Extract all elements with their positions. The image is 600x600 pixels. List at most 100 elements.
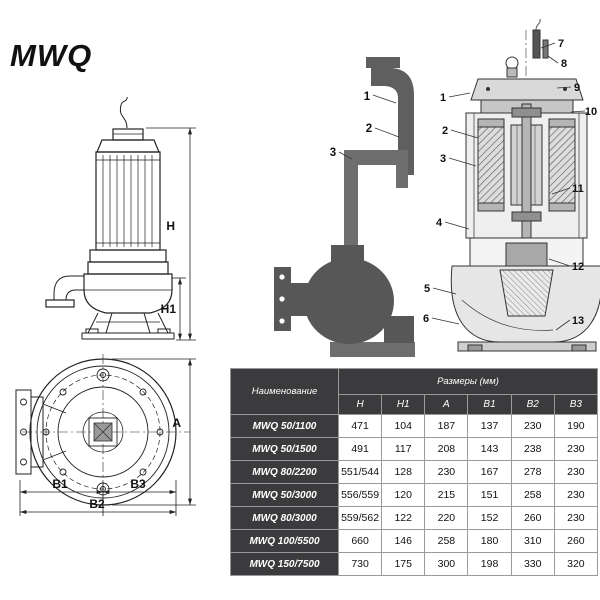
pump-front-view [45, 96, 175, 340]
cell-b1: 151 [467, 483, 512, 507]
row-name: MWQ 50/1500 [230, 437, 339, 461]
cable-entry [532, 29, 541, 59]
cell-h: 559/562 [337, 506, 383, 530]
cell-h1: 120 [381, 483, 426, 507]
plan-view-dim-labels: A B1 B3 B2 [52, 416, 181, 511]
power-cable [119, 96, 128, 129]
cell-h1: 122 [381, 506, 426, 530]
cell-b3: 260 [553, 529, 599, 553]
front-view-dimensions [146, 127, 196, 341]
cell-h: 551/544 [337, 460, 383, 484]
section-callout-4: 4 [436, 217, 443, 229]
cell-b1: 143 [467, 437, 512, 461]
cell-b1: 167 [467, 460, 512, 484]
mechanical-seal [505, 242, 548, 267]
section-callout-2: 2 [442, 125, 448, 137]
motor-flange [89, 249, 167, 263]
cell-b2: 260 [510, 506, 555, 530]
cell-h1: 104 [381, 414, 426, 438]
cell-b2: 238 [510, 437, 555, 461]
impeller [499, 269, 554, 317]
cell-h1: 117 [381, 437, 426, 461]
top-cap [96, 139, 160, 153]
stator-left [477, 126, 505, 204]
cell-b1: 180 [467, 529, 512, 553]
cell-b2: 278 [510, 460, 555, 484]
cooling-fins [102, 155, 153, 247]
table-row: MWQ 100/5500 660 146 258 180 310 260 [230, 529, 599, 553]
stator-right [548, 126, 576, 204]
cell-b2: 230 [510, 414, 555, 438]
dim-label-a: A [172, 416, 181, 430]
col-header-b2: B2 [510, 394, 555, 415]
table-header-name: Наименование [230, 368, 339, 415]
section-callout-6: 6 [423, 313, 429, 325]
row-name: MWQ 50/3000 [230, 483, 339, 507]
cell-a: 230 [424, 460, 469, 484]
section-callout-8: 8 [561, 58, 567, 70]
dim-label-h: H [166, 219, 175, 233]
section-callout-1: 1 [440, 92, 446, 104]
cell-h1: 128 [381, 460, 426, 484]
cell-h: 491 [337, 437, 383, 461]
dim-label-b3: B3 [130, 477, 146, 491]
cell-b1: 152 [467, 506, 512, 530]
lower-bearing [511, 211, 542, 222]
motor-housing [95, 151, 161, 251]
installation-callouts: 1 2 3 [330, 91, 400, 160]
base-strainer [457, 341, 597, 352]
cell-a: 215 [424, 483, 469, 507]
upper-bearing [511, 107, 542, 118]
table-header-sizes: Размеры (мм) [338, 368, 598, 395]
table-header-row-2: H H1 A B1 B2 B3 [231, 394, 599, 415]
cell-h: 660 [337, 529, 383, 553]
dim-label-b1: B1 [52, 477, 68, 491]
section-callout-3: 3 [440, 153, 446, 165]
section-callout-7: 7 [558, 38, 564, 50]
shaft-hub [88, 417, 118, 447]
install-callout-3: 3 [330, 147, 336, 159]
dimensions-table: Наименование Размеры (мм) H H1 A B1 B2 B… [230, 368, 599, 576]
table-header-row-1: Наименование Размеры (мм) [230, 368, 598, 415]
dim-label-h1: H1 [161, 302, 177, 316]
cell-h: 730 [337, 552, 383, 576]
table-row: MWQ 150/7500 730 175 300 198 330 320 [230, 552, 599, 576]
side-discharge-flange [15, 389, 67, 475]
col-header-h: H [337, 394, 383, 415]
dim-label-b2: B2 [89, 497, 105, 511]
lifting-eye [505, 56, 519, 70]
row-name: MWQ 80/2200 [230, 460, 339, 484]
col-header-a: A [424, 394, 469, 415]
cell-b3: 230 [553, 437, 599, 461]
row-name: MWQ 50/1100 [230, 414, 339, 438]
cell-b3: 320 [553, 552, 599, 576]
row-name: MWQ 100/5500 [230, 529, 339, 553]
section-callout-12: 12 [572, 261, 584, 273]
cell-a: 220 [424, 506, 469, 530]
table-row: MWQ 80/2200 551/544 128 230 167 278 230 [230, 460, 599, 484]
install-callout-1: 1 [364, 91, 371, 103]
plan-view-dimensions [19, 358, 196, 516]
table-row: MWQ 80/3000 559/562 122 220 152 260 230 [230, 506, 599, 530]
cell-a: 258 [424, 529, 469, 553]
pump-cross-section [450, 18, 600, 352]
cell-h1: 146 [381, 529, 426, 553]
support-stand [81, 312, 175, 340]
volute-casing-silhouette [274, 245, 414, 344]
section-callout-5: 5 [424, 283, 430, 295]
section-callout-10: 10 [585, 106, 597, 118]
cell-b3: 230 [553, 483, 599, 507]
cell-h: 556/559 [337, 483, 383, 507]
col-header-b1: B1 [467, 394, 512, 415]
row-name: MWQ 150/7500 [230, 552, 339, 576]
cell-b3: 190 [553, 414, 599, 438]
section-callout-leaders [431, 42, 586, 331]
cell-b2: 258 [510, 483, 555, 507]
section-callout-9: 9 [574, 82, 580, 94]
cell-h: 471 [337, 414, 383, 438]
table-row: MWQ 50/1100 471 104 187 137 230 190 [230, 414, 599, 438]
discharge-flange [45, 299, 75, 308]
table-row: MWQ 50/3000 556/559 120 215 151 258 230 [230, 483, 599, 507]
